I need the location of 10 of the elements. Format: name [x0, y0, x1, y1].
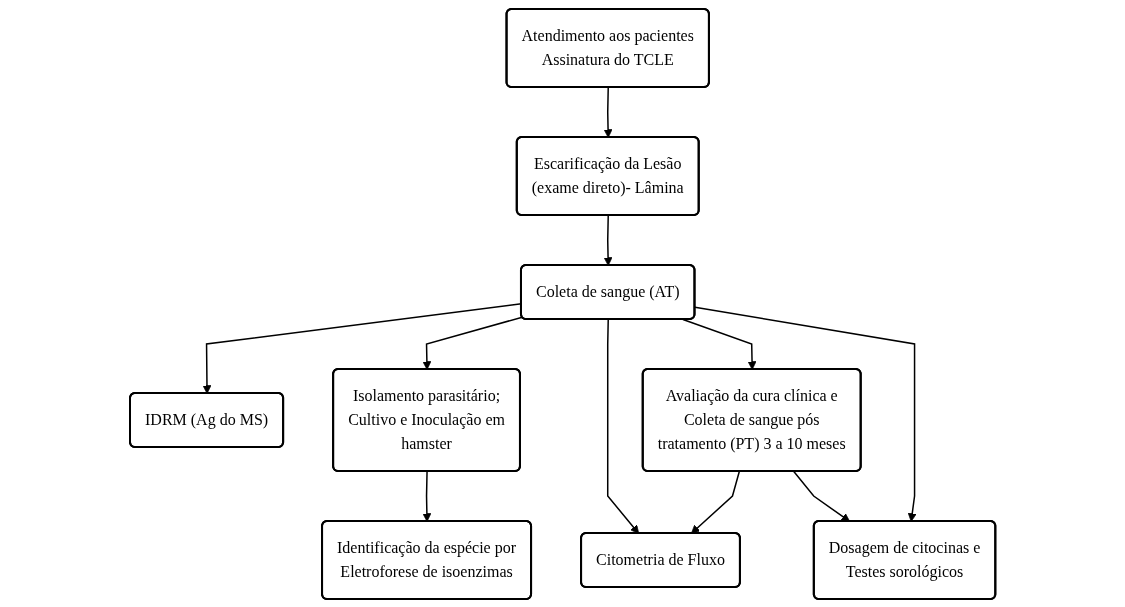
arrow: [202, 302, 523, 394]
arrow: [690, 470, 740, 534]
arrow: [603, 214, 613, 266]
arrow: [606, 318, 639, 534]
arrow: [694, 305, 917, 522]
arrow: [792, 470, 850, 522]
arrow: [682, 318, 757, 370]
arrow: [603, 86, 613, 138]
arrow: [422, 470, 432, 522]
arrow: [422, 315, 523, 370]
